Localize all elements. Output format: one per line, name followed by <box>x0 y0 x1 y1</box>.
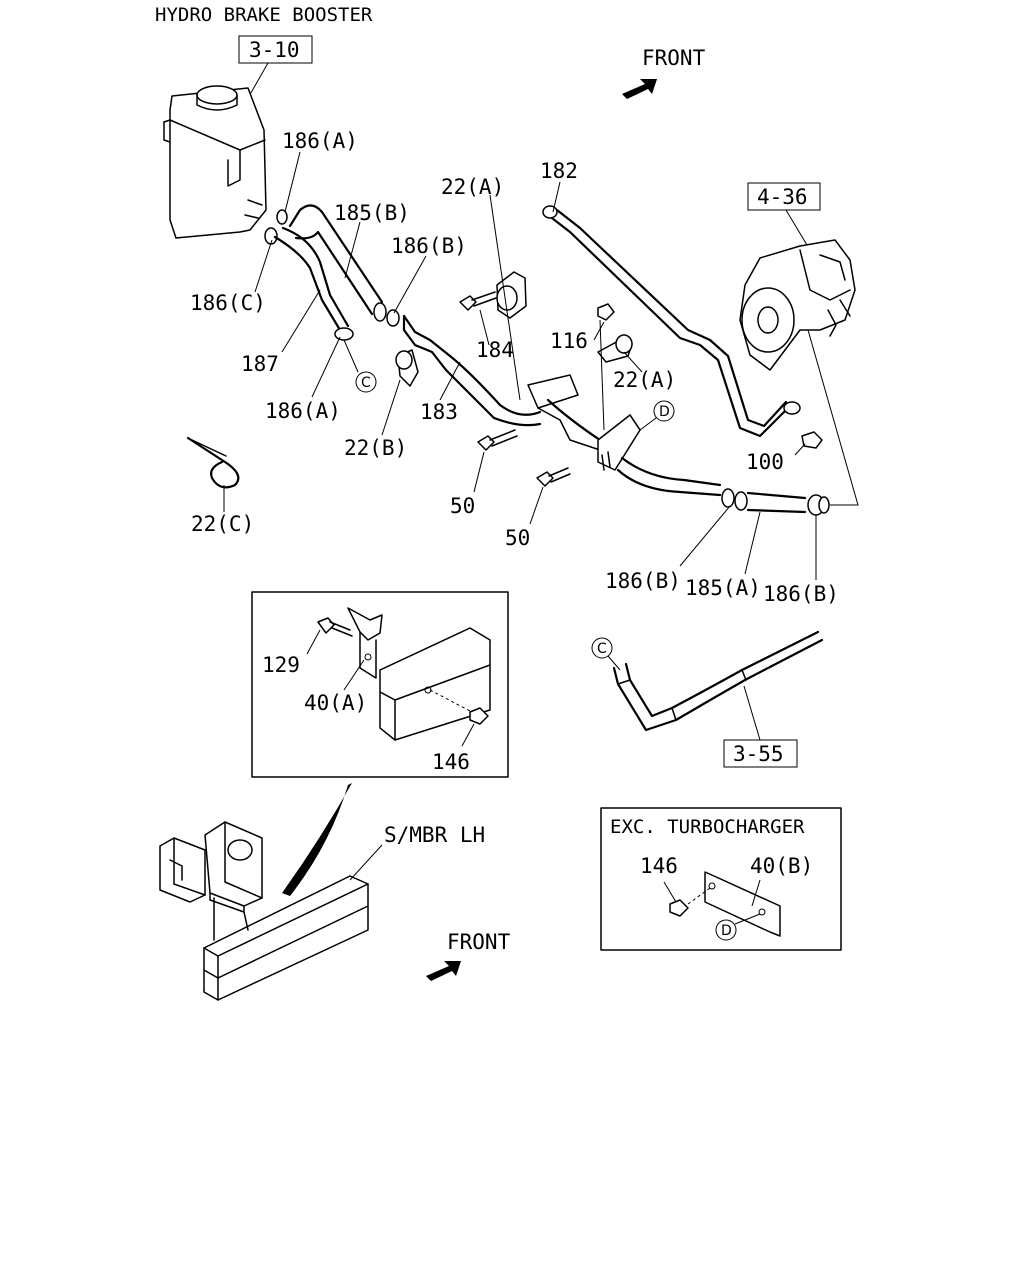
label-185a: 185(A) <box>685 576 761 600</box>
exc-turbo-inset-frame[interactable] <box>600 807 842 951</box>
label-186a-top: 186(A) <box>282 129 358 153</box>
label-detail-146: 146 <box>432 750 470 774</box>
label-22c: 22(C) <box>191 512 254 536</box>
frame-label: S/MBR LH <box>384 823 485 847</box>
brake-line-3-55[interactable] <box>612 630 824 732</box>
label-186a-low: 186(A) <box>265 399 341 423</box>
connector-d-inset-label: D <box>721 923 732 939</box>
label-186b-left: 186(B) <box>605 569 681 593</box>
label-186c: 186(C) <box>190 291 266 315</box>
connector-c-line[interactable] <box>591 637 613 659</box>
ref-box-reservoir[interactable] <box>238 35 313 64</box>
clip-22a-low[interactable] <box>597 334 633 363</box>
clamp-186b-right[interactable] <box>807 494 830 516</box>
leader-lines <box>223 151 817 580</box>
bolt-50-a[interactable] <box>477 429 518 451</box>
exc-turbo-title: EXC. TURBOCHARGER <box>610 816 805 838</box>
connector-d-main[interactable] <box>653 400 675 422</box>
connector-d-inset[interactable] <box>715 919 737 941</box>
detail-pointer <box>282 783 352 896</box>
label-185b: 185(B) <box>334 201 410 225</box>
detail-inset-frame[interactable] <box>251 591 509 778</box>
label-183: 183 <box>420 400 458 424</box>
clip-22b[interactable] <box>395 349 419 387</box>
label-186b-mid: 186(B) <box>391 234 467 258</box>
exc-turbo-bracket <box>669 871 781 937</box>
ref-box-line-label: 3-55 <box>733 742 784 766</box>
label-182: 182 <box>540 159 578 183</box>
detail-inset-bracket <box>317 607 491 741</box>
label-116: 116 <box>550 329 588 353</box>
label-186b-right: 186(B) <box>763 582 839 606</box>
label-22a-top: 22(A) <box>441 175 504 199</box>
power-steering-pump[interactable] <box>739 239 856 371</box>
label-detail-129: 129 <box>262 653 300 677</box>
frame-bracket-mount <box>159 821 263 941</box>
bolt-50-b[interactable] <box>536 467 571 487</box>
connector-c-main[interactable] <box>355 371 377 393</box>
ref-box-line[interactable] <box>723 739 798 768</box>
label-50-b: 50 <box>505 526 530 550</box>
tie-strap-22c[interactable] <box>186 436 240 489</box>
label-50-a: 50 <box>450 494 475 518</box>
clamp-186b-left[interactable] <box>721 488 748 511</box>
connector-c-line-label: C <box>597 641 607 657</box>
ref-box-reservoir-label: 3-10 <box>249 38 300 62</box>
label-detail-40a: 40(A) <box>304 691 367 715</box>
label-100: 100 <box>746 450 784 474</box>
connector-c-main-label: C <box>361 375 371 391</box>
front-arrow-top <box>622 79 657 99</box>
frame-side-member[interactable] <box>203 875 369 1001</box>
reservoir-tank[interactable] <box>163 85 288 245</box>
diagram-title: HYDRO BRAKE BOOSTER <box>155 4 373 26</box>
label-187: 187 <box>241 352 279 376</box>
front-label-bottom: FRONT <box>447 930 511 954</box>
label-22a-low: 22(A) <box>613 368 676 392</box>
label-exc-40b: 40(B) <box>750 854 813 878</box>
front-arrow-bottom <box>426 961 461 981</box>
label-exc-146: 146 <box>640 854 678 878</box>
nut-116[interactable] <box>597 303 615 321</box>
connector-d-main-label: D <box>659 404 670 420</box>
bolt-184[interactable] <box>459 291 497 311</box>
fitting-100[interactable] <box>801 431 823 449</box>
ref-box-pump[interactable] <box>747 182 821 211</box>
ref-box-pump-label: 4-36 <box>757 185 808 209</box>
bracket-184[interactable] <box>496 271 527 319</box>
label-22b: 22(B) <box>344 436 407 460</box>
front-label-top: FRONT <box>642 46 706 70</box>
label-184: 184 <box>476 338 514 362</box>
